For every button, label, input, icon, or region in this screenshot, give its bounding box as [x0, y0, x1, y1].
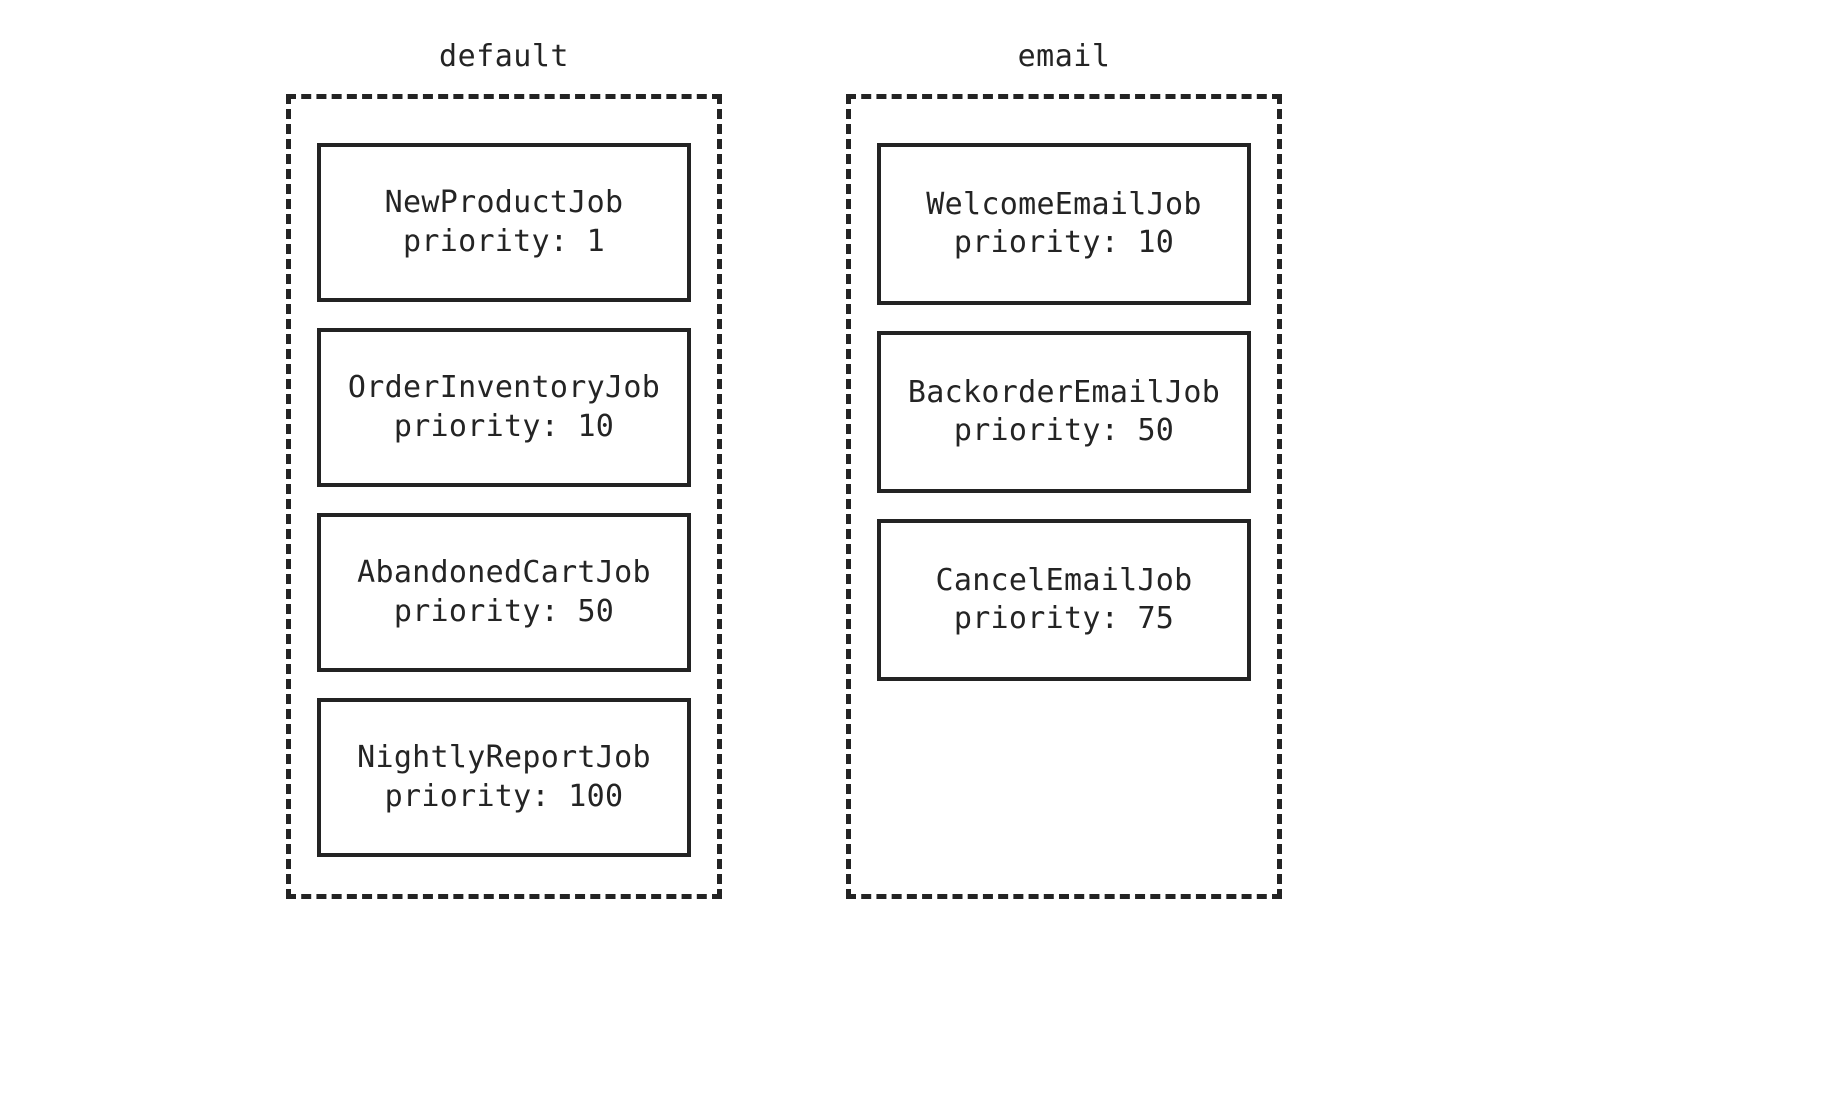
- lane-default: default NewProductJob priority: 1 OrderI…: [286, 42, 722, 899]
- job-priority: priority: 10: [953, 225, 1175, 260]
- lane-email: email WelcomeEmailJob priority: 10 Backo…: [846, 42, 1282, 899]
- job-card[interactable]: CancelEmailJob priority: 75: [877, 519, 1251, 681]
- job-card[interactable]: WelcomeEmailJob priority: 10: [877, 143, 1251, 305]
- job-name: NightlyReportJob: [357, 740, 651, 776]
- job-name: CancelEmailJob: [935, 562, 1193, 598]
- lane-container-email: WelcomeEmailJob priority: 10 BackorderEm…: [846, 94, 1282, 899]
- lane-container-default: NewProductJob priority: 1 OrderInventory…: [286, 94, 722, 899]
- lane-title-email: email: [1017, 39, 1111, 74]
- job-name: AbandonedCartJob: [357, 555, 651, 591]
- job-priority: priority: 75: [953, 601, 1175, 636]
- job-name: BackorderEmailJob: [907, 374, 1221, 410]
- job-card[interactable]: BackorderEmailJob priority: 50: [877, 331, 1251, 493]
- job-priority: priority: 50: [953, 413, 1175, 448]
- job-name: WelcomeEmailJob: [926, 186, 1202, 222]
- lane-title-default: default: [439, 39, 569, 74]
- job-priority: priority: 1: [403, 223, 605, 259]
- job-card[interactable]: AbandonedCartJob priority: 50: [317, 513, 691, 672]
- job-card[interactable]: NewProductJob priority: 1: [317, 143, 691, 302]
- job-card[interactable]: NightlyReportJob priority: 100: [317, 698, 691, 857]
- job-priority: priority: 100: [384, 778, 624, 814]
- job-card[interactable]: OrderInventoryJob priority: 10: [317, 328, 691, 487]
- job-name: NewProductJob: [384, 185, 624, 221]
- job-priority: priority: 50: [393, 593, 615, 629]
- job-name: OrderInventoryJob: [347, 370, 661, 406]
- job-priority: priority: 10: [393, 408, 615, 444]
